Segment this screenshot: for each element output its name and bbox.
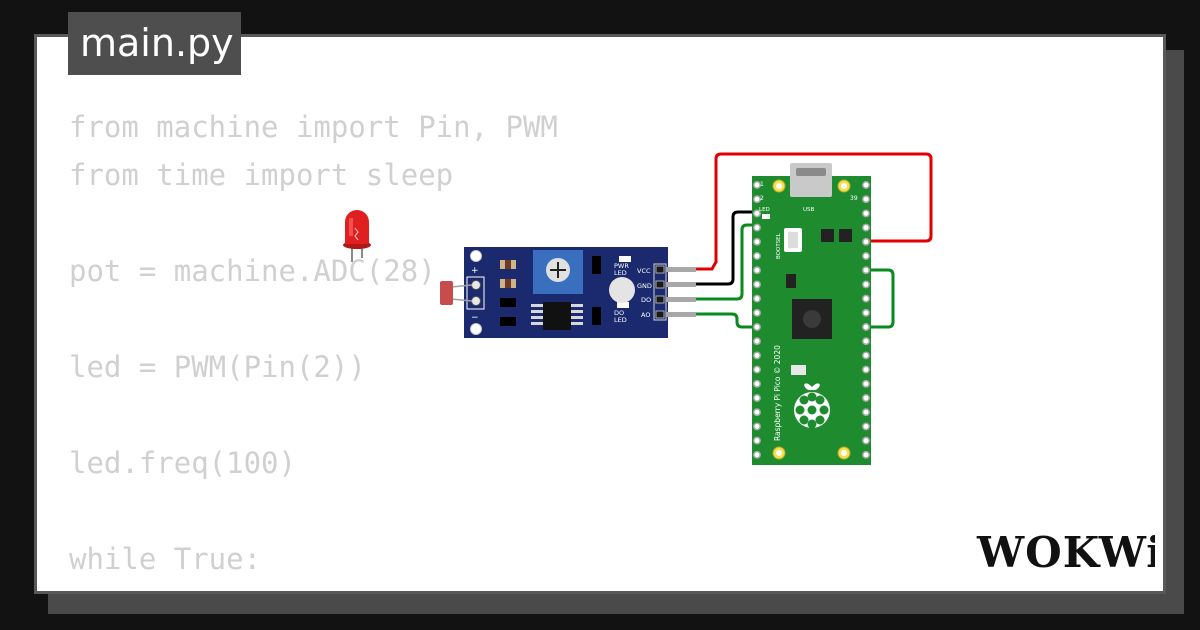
pico-right-pin[interactable]	[862, 195, 870, 204]
potentiometer[interactable]	[533, 250, 583, 294]
board-text: Raspberry Pi Pico © 2020	[773, 345, 782, 441]
code-preview: from machine import Pin, PWM from time im…	[69, 103, 558, 591]
minus-label: −	[471, 313, 479, 323]
pico-left-pin[interactable]	[753, 450, 761, 459]
led-label: LED	[759, 207, 770, 213]
wire-do[interactable]	[696, 223, 768, 301]
pico-right-pin[interactable]	[862, 223, 870, 232]
pico-left-pin[interactable]	[753, 195, 761, 204]
pico-left-pin[interactable]	[753, 223, 761, 232]
plus-label: +	[471, 266, 479, 276]
pico-right-pin[interactable]	[862, 337, 870, 346]
file-tab[interactable]: main.py	[68, 12, 241, 75]
pico-left-pin[interactable]	[753, 422, 761, 431]
pico-left-pin[interactable]	[753, 294, 761, 303]
pico-right-pin[interactable]	[862, 266, 870, 275]
pin-number-39: 39	[850, 195, 858, 202]
pin-label-vcc: VCC	[637, 267, 651, 275]
bootsel-button[interactable]	[784, 228, 802, 252]
code-line: led = PWM(Pin(2))	[69, 350, 366, 384]
code-line: while True:	[69, 542, 262, 576]
pico-right-pin[interactable]	[862, 394, 870, 402]
red-led[interactable]	[343, 210, 371, 262]
file-tab-label: main.py	[80, 21, 234, 65]
pico-right-pin[interactable]	[862, 294, 870, 303]
pico-right-pin[interactable]	[862, 408, 870, 417]
pico-right-pin[interactable]	[862, 450, 870, 459]
pico-right-pin[interactable]	[862, 379, 870, 388]
pico-left-pin[interactable]	[753, 351, 761, 360]
pwr-led-label-1: PWR	[614, 262, 629, 270]
pico-right-pin[interactable]	[862, 181, 870, 189]
bootsel-label: BOOTSEL	[776, 232, 782, 259]
pico-right-pin[interactable]	[862, 280, 870, 289]
pin-number-1: 1	[760, 181, 764, 188]
do-led-label-2: LED	[614, 316, 627, 324]
pico-left-pin[interactable]	[753, 394, 761, 402]
pico-left-pin[interactable]	[753, 308, 761, 317]
pico-left-pin[interactable]	[753, 323, 761, 331]
pico-right-pin[interactable]	[862, 351, 870, 360]
rp2040-chip	[792, 299, 832, 339]
code-line: from time import sleep	[69, 158, 454, 192]
pico-left-pin[interactable]	[753, 266, 761, 275]
wokwi-logo[interactable]: WOKWi	[975, 524, 1155, 576]
pin-number-2: 2	[760, 195, 764, 202]
raspberry-pi-pico[interactable]: USB LED 1 2 39 BOOTSEL Raspberry Pi Pico…	[752, 163, 871, 465]
pico-right-pin[interactable]	[862, 252, 870, 260]
pico-right-pin[interactable]	[862, 436, 870, 445]
pico-left-pin[interactable]	[753, 252, 761, 260]
pico-left-pin[interactable]	[753, 181, 761, 189]
usb-label: USB	[803, 207, 815, 213]
pico-left-pin[interactable]	[753, 408, 761, 417]
pico-right-pin[interactable]	[862, 308, 870, 317]
code-line: led.freq(100)	[69, 446, 296, 480]
pico-left-pin[interactable]	[753, 337, 761, 346]
pico-left-pin[interactable]	[753, 365, 761, 374]
raspberry-logo-icon	[794, 383, 830, 429]
photoresistor	[440, 281, 473, 305]
code-line: from machine import Pin, PWM	[69, 110, 558, 144]
wire-vcc[interactable]	[696, 152, 933, 271]
pico-left-pin[interactable]	[753, 379, 761, 388]
usb-port	[790, 163, 832, 197]
ldr-sensor-module[interactable]: + −	[440, 247, 696, 338]
pico-right-pin[interactable]	[862, 209, 870, 218]
pico-right-pin[interactable]	[862, 365, 870, 374]
pico-right-pin[interactable]	[862, 323, 870, 331]
pin-label-ao: AO	[641, 311, 650, 319]
pin-label-do: DO	[641, 296, 651, 304]
pico-right-pin[interactable]	[862, 237, 870, 246]
pico-left-pin[interactable]	[753, 280, 761, 289]
wokwi-logo-text: WOKWi	[976, 528, 1155, 576]
pico-left-pin[interactable]	[753, 209, 761, 218]
wire-gnd[interactable]	[696, 210, 768, 286]
pico-left-pin[interactable]	[753, 436, 761, 445]
pico-right-pin[interactable]	[862, 422, 870, 431]
pico-left-pin[interactable]	[753, 237, 761, 246]
code-line: pot = machine.ADC(28)	[69, 254, 436, 288]
pin-label-gnd: GND	[637, 282, 652, 290]
code-line: value = pot.read_u16()	[69, 583, 558, 591]
pwr-led-label-2: LED	[614, 269, 627, 277]
do-led-label-1: DO	[614, 309, 624, 317]
